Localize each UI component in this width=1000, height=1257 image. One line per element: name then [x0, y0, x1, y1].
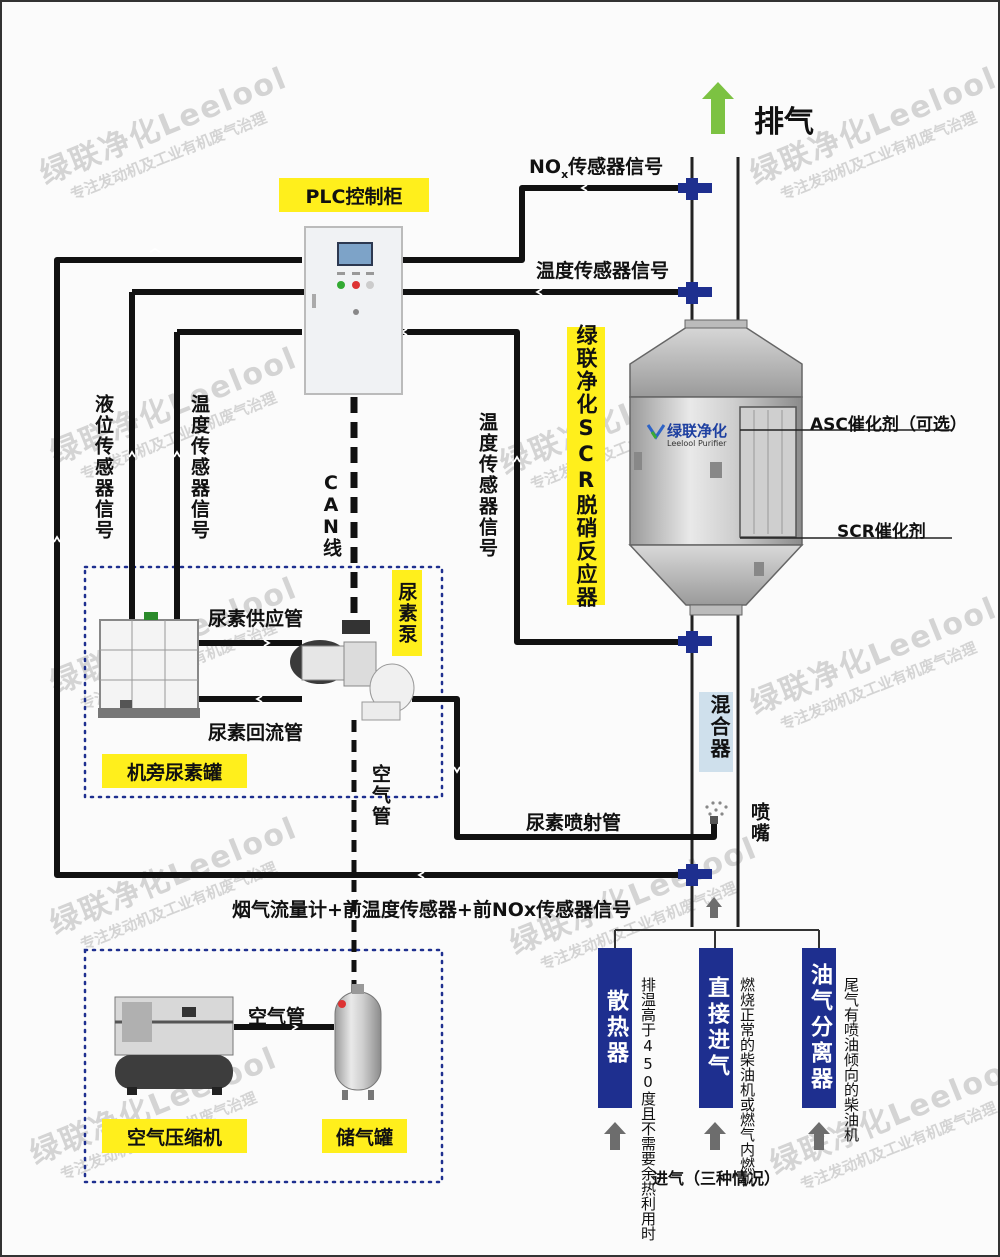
radiator-note: 排温高于450度且不需要余热利用时	[639, 977, 657, 1241]
intake-arrow-icon	[604, 1122, 626, 1150]
urea-tank-group-frame	[83, 565, 444, 799]
sensor-markers	[678, 178, 712, 886]
mixer-label: 混合器	[707, 694, 731, 760]
air-compressor-group-frame	[83, 948, 444, 1184]
scr-reactor-image	[628, 319, 804, 616]
air-compressor-image	[114, 996, 234, 1095]
urea-pump-image	[290, 620, 415, 721]
upstream-signal-line	[54, 257, 692, 878]
urea-return-label: 尿素回流管	[208, 722, 304, 744]
urea-pump-title-box: 尿素泵	[392, 570, 422, 656]
nox-signal-label: NOx传感器信号	[529, 156, 664, 181]
temp-signal-label: 温度传感器信号	[536, 260, 670, 282]
direct-intake-box: 直接进气	[699, 948, 733, 1108]
nozzle-spray-icon	[705, 801, 728, 824]
air-receiver-image	[334, 984, 382, 1100]
urea-supply-label: 尿素供应管	[208, 608, 304, 630]
urea-tank-image	[98, 612, 200, 718]
intake-label: 进气（三种情况）	[652, 1169, 781, 1188]
exhaust-arrow-icon	[702, 82, 734, 134]
level-signal-label: 液位传感器信号	[92, 394, 114, 541]
air-pipe-label-v: 空气管	[369, 764, 391, 827]
urea-tank-title-box: 机旁尿素罐	[102, 754, 247, 788]
direct-intake-note: 燃烧正常的柴油机或燃气内燃机	[738, 977, 756, 1187]
temp-signal-line-3	[402, 329, 692, 645]
urea-injection-pipe	[412, 696, 717, 840]
intake-arrow-icon	[808, 1122, 830, 1150]
intake-arrow-icon	[704, 1122, 726, 1150]
air-compressor-title-box: 空气压缩机	[102, 1119, 247, 1153]
nox-signal-line	[402, 185, 692, 263]
air-pipe-label: 空气管	[248, 1006, 306, 1028]
oil-separator-box: 油气分离器	[802, 948, 836, 1108]
mixer-box	[699, 692, 733, 772]
plc-title-box: PLC控制柜	[279, 178, 429, 212]
temp-signal-label-3: 温度传感器信号	[476, 412, 498, 559]
radiator-box: 散热器	[598, 948, 632, 1108]
exhaust-label: 排气	[754, 105, 814, 140]
intake-arrow-icon	[706, 897, 722, 918]
urea-injection-label: 尿素喷射管	[526, 812, 622, 834]
temp-signal-label-2: 温度传感器信号	[188, 394, 210, 541]
upstream-signal-label: 烟气流量计+前温度传感器+前NOx传感器信号	[232, 899, 632, 921]
scr-catalyst-label: SCR催化剂	[837, 522, 926, 542]
reactor-title-box: 绿联净化SCR脱硝反应器	[567, 324, 605, 609]
plc-cabinet-image	[304, 226, 403, 395]
asc-catalyst-label: ASC催化剂（可选）	[810, 415, 967, 435]
reactor-logo-text: 绿联净化	[667, 422, 728, 440]
intake-manifold	[614, 929, 820, 948]
air-receiver-title-box: 储气罐	[322, 1119, 407, 1153]
reactor-logo-sub: Leelool Purifier	[667, 439, 727, 448]
can-line-label: CAN线	[320, 472, 342, 557]
oil-separator-note: 尾气有喷油倾向的柴油机	[842, 977, 860, 1142]
nozzle-label: 喷嘴	[748, 802, 770, 844]
